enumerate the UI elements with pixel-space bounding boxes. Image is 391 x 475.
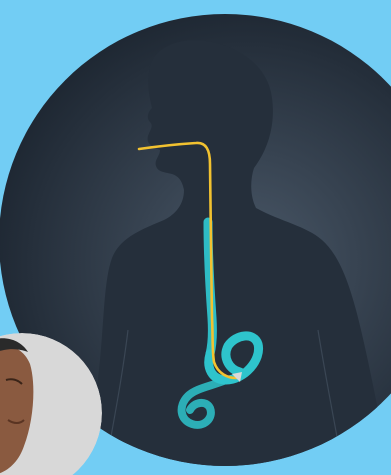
endoscopy-illustration [0,0,391,475]
illustration-canvas [0,0,391,475]
